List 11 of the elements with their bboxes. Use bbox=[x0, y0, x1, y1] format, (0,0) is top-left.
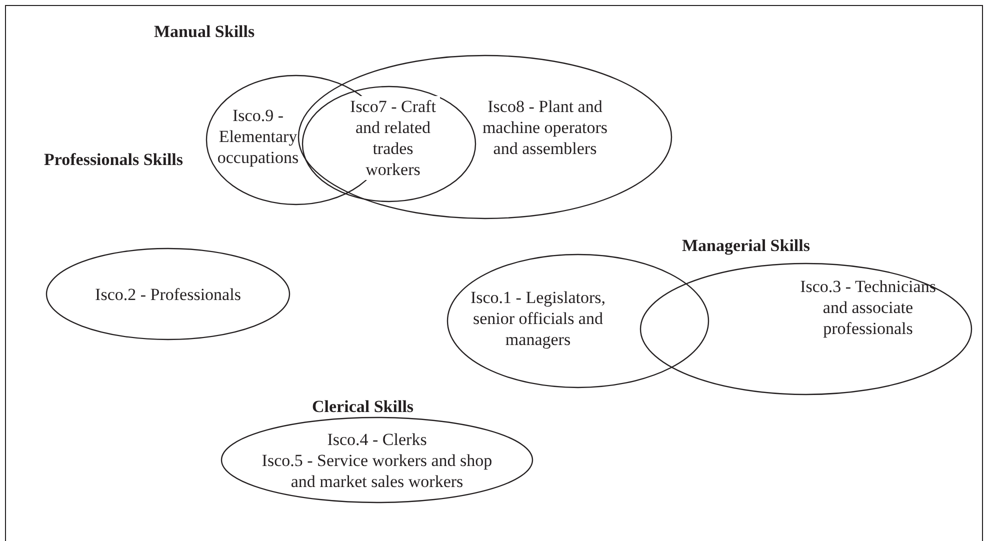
occupation-label: Isco.1 - Legislators, senior officials and managers bbox=[469, 287, 607, 350]
occupation-label: Isco.4 - Clerks bbox=[326, 429, 428, 450]
group-heading: Manual Skills bbox=[154, 22, 255, 42]
group-heading: Professionals Skills bbox=[44, 150, 184, 170]
occupation-label: Isco.9 - Elementary occupations bbox=[216, 105, 300, 168]
occupation-label: Isco.5 - Service workers and shop and market sales workers bbox=[260, 450, 494, 492]
occupation-label: Isco.2 - Professionals bbox=[94, 284, 242, 305]
occupation-label: Isco.3 - Technicians and associate professionals bbox=[799, 276, 937, 339]
occupation-label: Isco8 - Plant and machine operators and assemblers bbox=[481, 96, 609, 159]
group-heading: Clerical Skills bbox=[312, 397, 414, 417]
group-heading: Managerial Skills bbox=[682, 236, 810, 256]
